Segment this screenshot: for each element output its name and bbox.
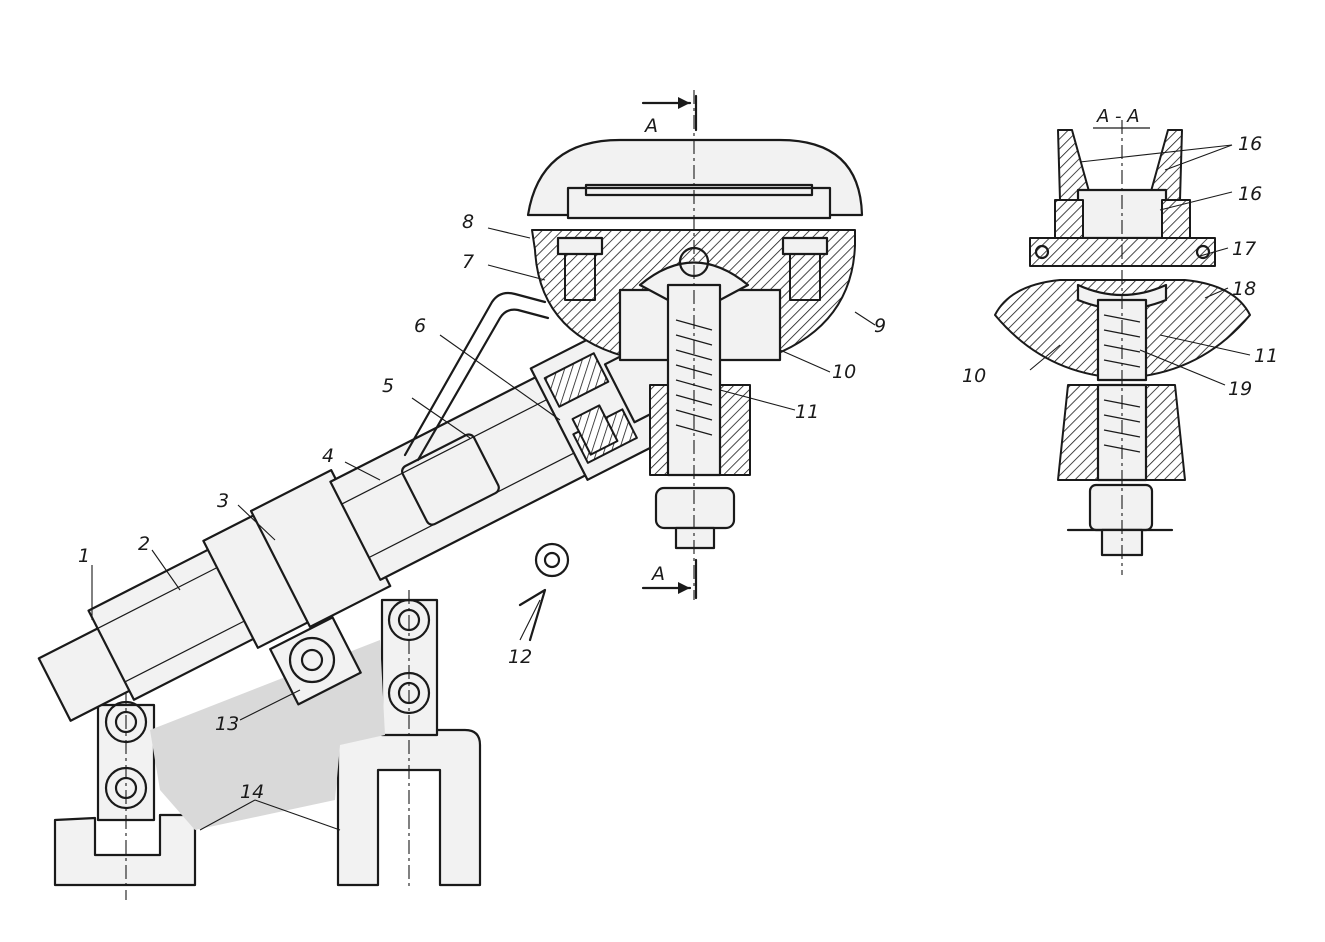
callout-16a: 16: [1238, 133, 1262, 155]
callout-12: 12: [508, 646, 532, 668]
callout-10: 10: [832, 361, 856, 383]
shoe-housing: [526, 90, 864, 600]
callout-18: 18: [1232, 278, 1256, 300]
callout-19: 19: [1228, 378, 1252, 400]
callout-3: 3: [217, 490, 229, 512]
callout-5: 5: [382, 375, 394, 397]
section-view: A - A: [962, 106, 1278, 575]
callout-17: 17: [1232, 238, 1256, 260]
callout-9: 9: [874, 315, 886, 337]
section-letter-bottom: A: [650, 563, 665, 585]
callout-7: 7: [462, 251, 474, 273]
section-view-title: A - A: [1096, 106, 1140, 127]
callout-16b: 16: [1238, 183, 1262, 205]
callout-14: 14: [240, 781, 264, 803]
callout-8: 8: [462, 211, 474, 233]
callout-11-section: 11: [1254, 345, 1278, 367]
middle-bracket: [336, 590, 482, 890]
callout-6: 6: [414, 315, 426, 337]
callout-2: 2: [138, 533, 150, 555]
left-bracket: [53, 690, 197, 900]
section-mark-top: A: [641, 94, 698, 137]
section-leader-lines: [1029, 144, 1251, 386]
main-callouts: 1 2 3 4 5 6 7 8 9 10 11 12 13 14: [78, 211, 886, 803]
callout-4: 4: [322, 445, 334, 467]
section-mark-bottom: A: [641, 558, 698, 600]
section-letter-top: A: [643, 115, 658, 137]
section-callouts: 16 16 17 18 10 11 19: [962, 133, 1278, 400]
callout-11: 11: [795, 401, 819, 423]
leader-lines: [91, 227, 876, 831]
main-view: A A 1 2: [37, 90, 886, 900]
callout-10-section: 10: [962, 365, 986, 387]
callout-1: 1: [78, 545, 90, 567]
callout-13: 13: [215, 713, 239, 735]
